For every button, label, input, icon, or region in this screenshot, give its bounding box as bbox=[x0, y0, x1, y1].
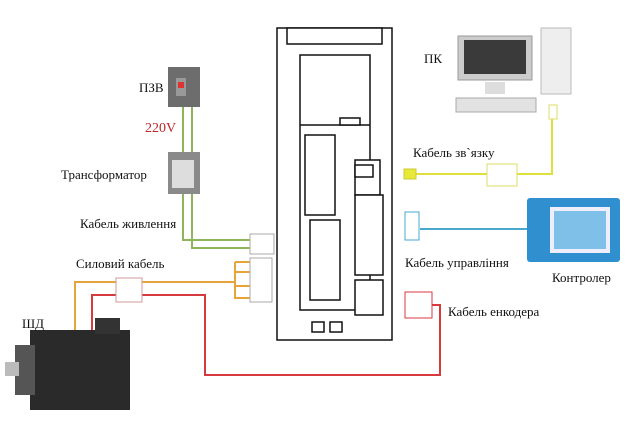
motor-cable-connector bbox=[115, 277, 143, 303]
comm-wire bbox=[410, 118, 553, 175]
encoder-connector bbox=[404, 291, 433, 319]
transformer-label: Трансформатор bbox=[61, 167, 147, 182]
comm-plug-usb bbox=[403, 168, 417, 180]
motor-connector bbox=[249, 257, 273, 303]
breaker-label: ПЗВ bbox=[139, 80, 164, 95]
comm-cable-label: Кабель зв`язку bbox=[413, 145, 495, 160]
servo-drive bbox=[276, 27, 393, 341]
stepper-motor-icon bbox=[5, 318, 130, 410]
motor-label: ШД bbox=[22, 316, 44, 331]
control-cable-label: Кабель управління bbox=[405, 255, 509, 270]
pc-label: ПК bbox=[424, 51, 443, 66]
power-cable-label: Кабель живлення bbox=[80, 216, 177, 231]
power-wires bbox=[182, 107, 250, 249]
encoder-wire bbox=[91, 294, 441, 376]
pc-icon bbox=[455, 27, 572, 113]
encoder-cable-label: Кабель енкодера bbox=[448, 304, 540, 319]
motor-power-cable-label: Силовий кабель bbox=[76, 256, 165, 271]
breaker-icon bbox=[168, 67, 200, 107]
power-connector bbox=[249, 233, 275, 255]
controller-icon bbox=[527, 198, 620, 262]
controller-label: Контролер bbox=[552, 270, 611, 285]
usb-plug bbox=[548, 104, 558, 120]
control-connector bbox=[404, 211, 420, 241]
voltage-label: 220V bbox=[145, 121, 177, 136]
motor-power-wires bbox=[74, 261, 250, 335]
transformer-icon bbox=[168, 152, 200, 194]
comm-plug-db9 bbox=[486, 163, 518, 187]
